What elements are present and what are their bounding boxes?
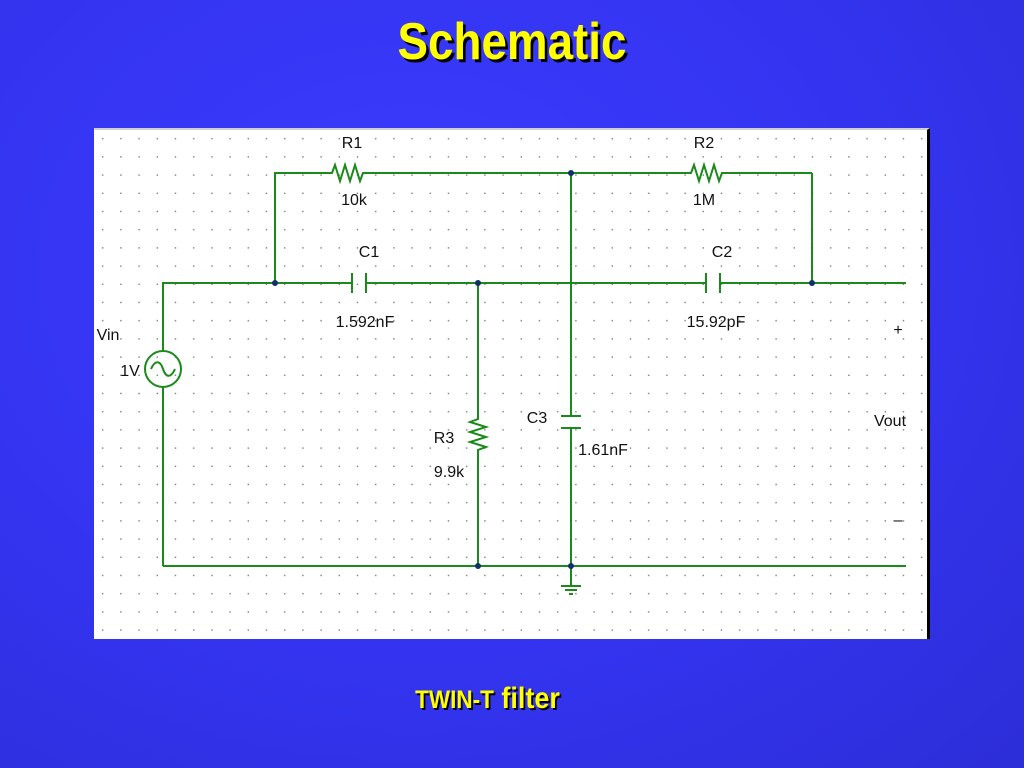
source-name-label: Vin: [97, 327, 120, 344]
resistor-r2: [683, 161, 730, 185]
junction-dot: [809, 280, 815, 286]
c2-name-label: C2: [712, 244, 733, 261]
junction-dot: [475, 280, 481, 286]
slide-title: Schematic: [397, 13, 627, 71]
resistor-r1: [324, 161, 370, 185]
r1-name-label: R1: [342, 135, 363, 152]
schematic-canvas: R1 10k R2 1M C1 1.592nF C2 15.92pF C3 1.…: [94, 128, 930, 639]
output-plus-label: +: [893, 322, 902, 339]
slide-caption: TWIN-T filter: [49, 682, 927, 716]
r2-name-label: R2: [694, 135, 715, 152]
source-value-label: 1V: [120, 363, 140, 380]
output-minus-label: –: [894, 512, 903, 529]
capacitor-c3: [561, 415, 581, 429]
junction-dot: [475, 563, 481, 569]
c1-name-label: C1: [359, 244, 380, 261]
r2-value-label: 1M: [693, 192, 715, 209]
output-label: Vout: [874, 413, 907, 430]
top-wire: [274, 172, 813, 283]
c3-value-label: 1.61nF: [578, 442, 628, 459]
capacitor-c2: [705, 273, 721, 293]
c3-name-label: C3: [527, 410, 548, 427]
junction-dot: [568, 563, 574, 569]
junction-dot: [568, 170, 574, 176]
capacitor-c1: [351, 273, 367, 293]
grid-dots: [94, 130, 927, 639]
schematic-diagram: R1 10k R2 1M C1 1.592nF C2 15.92pF C3 1.…: [94, 130, 927, 639]
junction-dot: [272, 280, 278, 286]
resistor-r3: [466, 413, 490, 457]
caption-prefix: TWIN-T: [415, 686, 494, 714]
r1-value-label: 10k: [341, 192, 368, 209]
caption-suffix: filter: [493, 682, 560, 715]
c1-value-label: 1.592nF: [336, 314, 395, 331]
r3-value-label: 9.9k: [434, 464, 465, 481]
c2-value-label: 15.92pF: [687, 314, 746, 331]
voltage-source: [144, 340, 182, 566]
ground-symbol: [561, 566, 581, 595]
r3-name-label: R3: [434, 430, 455, 447]
